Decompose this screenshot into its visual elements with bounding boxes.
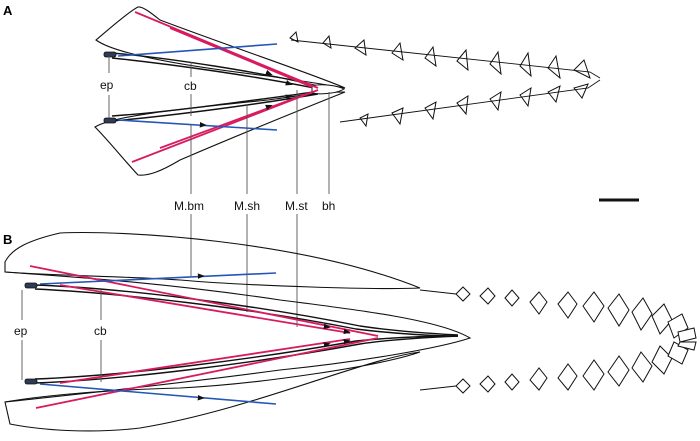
upper-fin-outline-b — [4, 231, 421, 290]
epibranchial-bottom-b — [24, 378, 38, 385]
rays-lower-b — [419, 341, 697, 394]
panel-label-a: A — [3, 3, 13, 18]
epibranchial-bottom-a — [103, 117, 117, 124]
upper-ceratobranchial-inner-b — [34, 288, 459, 337]
muscle-red-4-a — [159, 91, 313, 149]
m-bm-label: M.bm — [174, 199, 204, 213]
muscle-blue-1-a — [117, 43, 278, 57]
muscle-red-3-a — [169, 27, 313, 88]
rays-lower-a — [339, 79, 601, 128]
muscle-blue-1-b — [39, 272, 277, 285]
lower-ceratobranchial-inner-b — [34, 335, 459, 380]
cb-label-a: cb — [184, 79, 197, 93]
panel-b: B — [3, 231, 697, 432]
muscle-red-1-b — [29, 265, 379, 337]
epibranchial-top-a — [103, 51, 117, 58]
m-sh-label: M.sh — [234, 199, 260, 213]
arrow-3-a — [265, 104, 273, 111]
body-inner-outline-b — [4, 271, 472, 403]
lower-ceratobranchial-a — [111, 93, 319, 122]
upper-ceratobranchial-b — [34, 284, 459, 336]
ep-label-a: ep — [100, 78, 114, 92]
muscle-blue-2-b — [39, 383, 277, 405]
lower-fin-outline-b — [4, 351, 421, 432]
upper-fin-outline-a — [95, 6, 346, 89]
muscle-blue-2-a — [117, 119, 278, 131]
m-st-label: M.st — [285, 199, 308, 213]
cb-label-b: cb — [94, 324, 107, 338]
panel-label-b: B — [3, 232, 12, 247]
bh-label: bh — [322, 199, 335, 213]
rays-upper-b — [419, 286, 697, 343]
ep-label-b: ep — [14, 324, 28, 338]
basihyal-a — [311, 84, 345, 95]
muscle-red-1-a — [134, 11, 319, 89]
muscle-red-4-b — [59, 338, 351, 384]
panel-a: A — [3, 3, 601, 176]
muscle-red-2-b — [35, 337, 379, 409]
muscle-leaders — [190, 90, 330, 327]
muscle-red-3-b — [59, 284, 351, 334]
epibranchial-top-b — [24, 282, 38, 289]
rays-upper-a — [289, 30, 601, 80]
